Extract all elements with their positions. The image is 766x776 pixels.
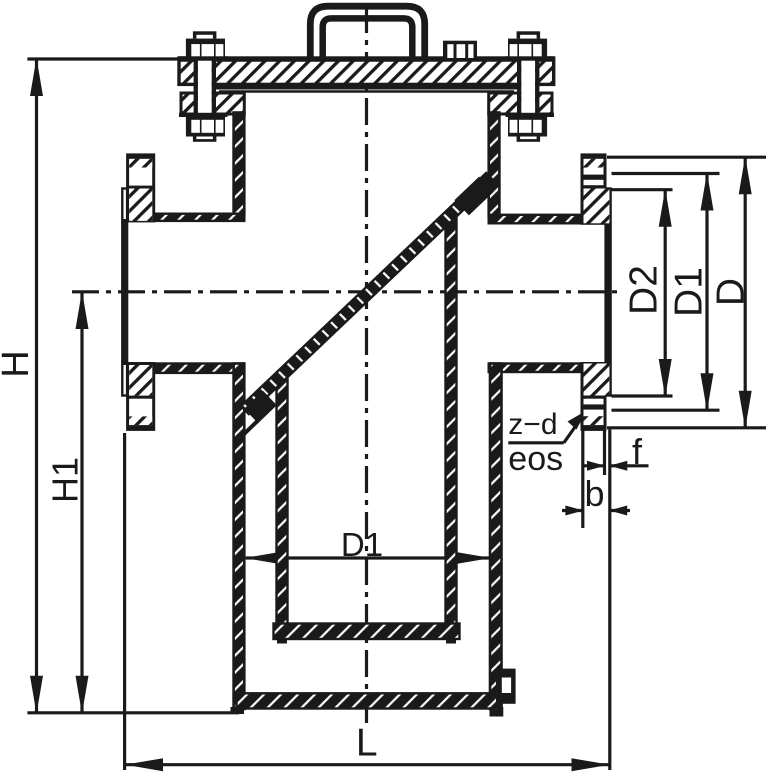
svg-text:b: b [585,473,605,514]
svg-text:D: D [710,278,753,306]
svg-text:D1: D1 [341,526,383,563]
svg-text:H1: H1 [45,457,86,503]
svg-text:D1: D1 [668,267,711,317]
svg-text:H: H [0,350,37,377]
svg-text:f: f [632,431,643,472]
svg-text:z−d: z−d [508,408,557,441]
svg-text:L: L [356,722,378,765]
svg-text:eos: eos [508,440,563,478]
svg-text:D2: D2 [623,265,666,315]
